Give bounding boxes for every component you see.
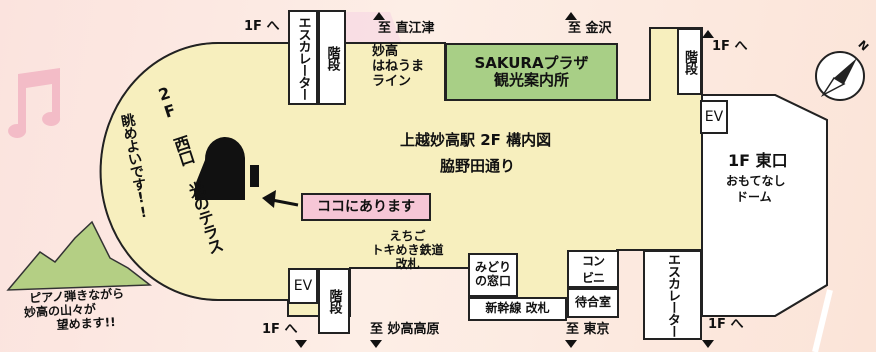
east-dome xyxy=(701,94,828,317)
elevator-southwest[interactable]: EV xyxy=(288,268,318,304)
compass-icon xyxy=(815,51,865,101)
elevator-east[interactable]: EV xyxy=(700,100,728,134)
arrow-down-icon xyxy=(295,340,307,348)
sakura-plaza[interactable]: SAKURAプラザ 観光案内所 xyxy=(445,43,618,101)
arrow-down-icon xyxy=(565,340,577,348)
to-1f-southeast: 1F へ xyxy=(708,317,744,332)
to-kanazawa: 至 金沢 xyxy=(568,21,612,36)
arrow-up-icon xyxy=(702,30,714,38)
piano-icon xyxy=(195,136,259,200)
convenience-store[interactable]: コンビニ xyxy=(567,250,619,288)
escalator-southeast[interactable]: エスカレーター xyxy=(643,250,702,340)
stairs-northeast[interactable]: 階段 xyxy=(677,28,702,95)
you-are-here-arrow xyxy=(262,190,299,208)
arrow-down-icon xyxy=(370,340,382,348)
east-exit-name: 1F 東口 xyxy=(728,151,788,170)
stairs-northwest[interactable]: 階段 xyxy=(318,10,346,105)
mountain-illustration xyxy=(6,220,153,291)
piano-note: ピアノ弾きながら 妙高の山々が 望めます!! xyxy=(23,286,125,332)
west-terrace-boundary xyxy=(99,42,219,301)
to-1f-southwest: 1F へ xyxy=(262,322,298,337)
concourse-name: 脇野田通り xyxy=(440,157,516,175)
midori-no-madoguchi[interactable]: みどり の窓口 xyxy=(468,253,518,297)
arrow-down-icon xyxy=(702,340,714,348)
to-myokokogen: 至 妙高高原 xyxy=(370,322,440,337)
arrow-up-icon xyxy=(373,12,385,20)
to-1f-northeast: 1F へ xyxy=(712,39,748,54)
you-are-here-label: ココにあります xyxy=(301,193,431,221)
shinkansen-gate[interactable]: 新幹線 改札 xyxy=(468,297,567,321)
to-naoetsu: 至 直江津 xyxy=(378,21,435,36)
waiting-room[interactable]: 待合室 xyxy=(567,288,619,318)
arrow-up-icon xyxy=(565,12,577,20)
east-exit-sub1: おもてなし xyxy=(726,174,786,188)
escalator-northwest[interactable]: エスカレーター xyxy=(288,10,318,105)
station-title: 上越妙高駅 2F 構内図 xyxy=(400,131,552,149)
white-stroke-decoration xyxy=(812,289,833,352)
myoko-haneuma-line-label: 妙高 はねうま ライン xyxy=(372,44,425,89)
music-note-icon xyxy=(8,68,61,138)
echigo-tokimeki-gate-label: えちご トキめき鉄道 改札 xyxy=(371,229,444,271)
to-tokyo: 至 東京 xyxy=(566,322,610,337)
east-exit-sub2: ドーム xyxy=(736,190,772,204)
stairs-southwest[interactable]: 階段 xyxy=(318,268,350,334)
to-1f-northwest: 1F へ xyxy=(244,19,280,34)
